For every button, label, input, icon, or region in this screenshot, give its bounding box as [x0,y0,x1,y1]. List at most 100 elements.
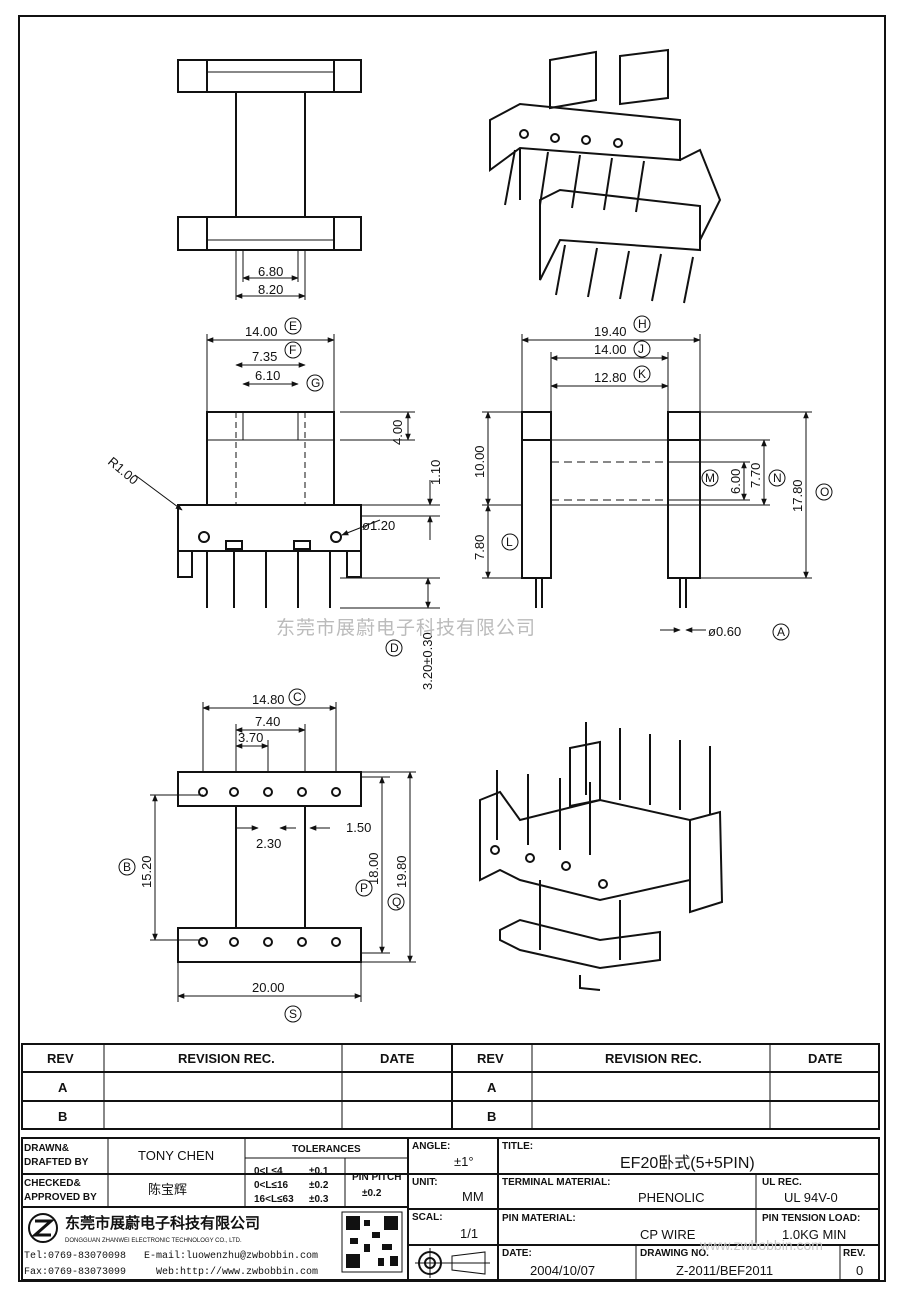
company-logo-icon [28,1213,58,1243]
date-header-2: DATE [808,1051,843,1066]
checked-label-1: CHECKED& [24,1178,81,1189]
svg-text:K: K [638,367,646,381]
date-header-1: DATE [380,1051,415,1066]
angle-label: ANGLE: [412,1141,450,1152]
checked-value: 陈宝辉 [148,1182,187,1197]
company-en: DONGGUAN ZHANWEI ELECTRONIC TECHNOLOGY C… [65,1238,242,1244]
rev-cell-a2: A [487,1080,497,1095]
revision-rec-header-1: REVISION REC. [178,1051,275,1066]
pin-material-label: PIN MATERIAL: [502,1213,576,1224]
svg-text:H: H [638,317,647,331]
rev-header-1: REV [47,1051,74,1066]
drawing-no-label: DRAWING NO. [640,1248,709,1259]
tension-label: PIN TENSION LOAD: [762,1213,860,1224]
qr-code-icon [341,1211,403,1273]
scal-label: SCAL: [412,1212,443,1223]
svg-text:M: M [705,471,715,485]
marker-d: D [385,639,403,657]
date-label: DATE: [502,1248,532,1259]
marker-h: H [633,315,651,333]
dim-7-70: 7.70 [748,463,763,488]
marker-f: F [284,341,302,359]
dim-19-80: 19.80 [394,855,409,888]
marker-l: L [501,533,519,551]
svg-text:S: S [289,1007,297,1021]
dim-14-00-side: 14.00 [594,342,627,357]
tel: Tel:0769-83070098 [24,1250,126,1262]
dim-r1-00: R1.00 [105,454,141,488]
ul-value: UL 94V-0 [784,1190,838,1205]
web: Web:http://www.zwbobbin.com [156,1266,318,1278]
tolerances-label: TOLERANCES [292,1144,361,1155]
front-view [134,334,440,609]
dim-15-20: 15.20 [139,855,154,888]
scal-value: 1/1 [460,1226,478,1241]
company-cn: 东莞市展蔚电子科技有限公司 [65,1214,260,1232]
dim-phi-1-20: ø1.20 [362,518,395,533]
marker-n: N [768,469,786,487]
dim-14-00: 14.00 [245,324,278,339]
svg-text:B: B [123,860,131,874]
svg-text:C: C [293,690,302,704]
watermark: 东莞市展蔚电子科技有限公司 [276,617,536,639]
rev-cell-b1: B [58,1109,67,1124]
marker-a: A [772,623,790,641]
title-value: EF20卧式(5+5PIN) [620,1154,755,1172]
marker-m: M [701,469,719,487]
dim-17-80: 17.80 [790,479,805,512]
terminal-value: PHENOLIC [638,1190,704,1205]
drawn-label-2: DRAFTED BY [24,1157,89,1168]
tol-range-3: 16<L≤63 [254,1194,294,1205]
revision-rec-header-2: REVISION REC. [605,1051,702,1066]
dim-14-80: 14.80 [252,692,285,707]
svg-text:J: J [638,342,644,356]
dim-19-40: 19.40 [594,324,627,339]
marker-p: P [355,879,373,897]
rev-cell-a1: A [58,1080,68,1095]
email: E-mail:luowenzhu@zwbobbin.com [144,1250,318,1262]
bottom-view [150,702,416,1002]
marker-q: Q [387,893,405,911]
unit-label: UNIT: [412,1177,438,1188]
dim-8-20: 8.20 [258,282,283,297]
pin-material-value: CP WIRE [640,1227,696,1242]
marker-e: E [284,317,302,335]
side-view [482,334,812,633]
dim-2-30: 2.30 [256,836,281,851]
pin-pitch-label: PIN PITCH [352,1172,401,1183]
unit-value: MM [462,1189,484,1204]
tol-value-2: ±0.2 [309,1180,329,1191]
dim-1-10: 1.10 [428,460,443,485]
svg-text:O: O [820,485,829,499]
checked-label-2: APPROVED BY [24,1192,97,1203]
dim-6-80: 6.80 [258,264,283,279]
dim-20-00: 20.00 [252,980,285,995]
drawing-no-value: Z-2011/BEF2011 [676,1263,773,1278]
svg-text:Q: Q [392,895,401,909]
rev-value: 0 [856,1263,863,1278]
top-view [177,59,362,300]
dim-phi-0-60: ø0.60 [708,624,741,639]
tol-range-1: 0<L≤4 [254,1166,283,1177]
drawn-value: TONY CHEN [138,1148,214,1163]
ul-label: UL REC. [762,1177,802,1188]
svg-text:L: L [506,535,513,549]
rev-label: REV. [843,1248,866,1259]
title-block-grid [21,1137,880,1281]
fax: Fax:0769-83073099 [24,1267,126,1278]
tol-value-3: ±0.3 [309,1194,329,1205]
pin-pitch-value: ±0.2 [362,1188,382,1199]
iso-view-bottom [479,722,724,991]
rev-header-2: REV [477,1051,504,1066]
dim-7-40: 7.40 [255,714,280,729]
svg-text:A: A [777,625,785,639]
svg-text:E: E [289,319,297,333]
dim-18-00: 18.00 [366,852,381,885]
svg-text:G: G [311,376,320,390]
tol-range-2: 0<L≤16 [254,1180,289,1191]
marker-s: S [284,1005,302,1023]
drawn-label-1: DRAWN& [24,1143,69,1154]
angle-value: ±1° [454,1154,474,1169]
dim-7-80: 7.80 [472,535,487,560]
marker-g: G [306,374,324,392]
